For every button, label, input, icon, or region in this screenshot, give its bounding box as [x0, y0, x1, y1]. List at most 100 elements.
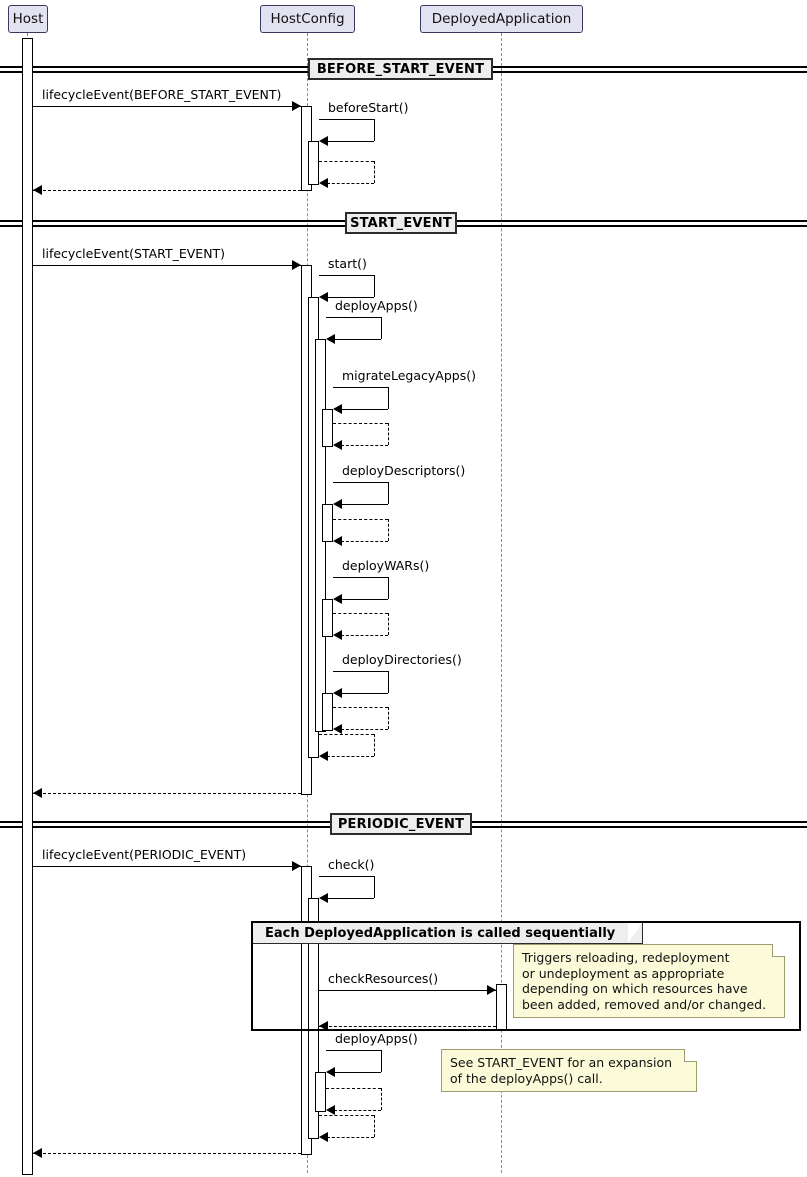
- self-message-side: [388, 387, 389, 409]
- message-line: [33, 106, 301, 107]
- message-arrowhead: [292, 101, 301, 111]
- self-message-bottom: [341, 693, 388, 694]
- message-arrowhead: [292, 861, 301, 871]
- activation-bar: [322, 504, 333, 542]
- self-message-arrowhead: [333, 404, 342, 414]
- message-line: [33, 866, 301, 867]
- message-label: lifecycleEvent(START_EVENT): [42, 246, 226, 261]
- participant-depapp[interactable]: DeployedApplication: [420, 5, 583, 33]
- self-message-side: [388, 577, 389, 599]
- self-message-side: [381, 317, 382, 339]
- message-label: deployDirectories(): [342, 652, 462, 667]
- divider-before-start: BEFORE_START_EVENT: [308, 58, 493, 80]
- message-label: checkResources(): [328, 971, 439, 986]
- self-message-bottom: [341, 635, 388, 636]
- self-message-arrowhead: [319, 893, 328, 903]
- self-message-top: [333, 671, 388, 672]
- message-label: check(): [328, 857, 375, 872]
- self-message-arrowhead: [326, 334, 335, 344]
- self-message-arrowhead: [319, 292, 328, 302]
- self-message-arrowhead: [333, 499, 342, 509]
- message-line: [319, 990, 496, 991]
- message-arrowhead: [292, 260, 301, 270]
- self-message-arrowhead: [319, 136, 328, 146]
- self-message-top: [319, 1115, 374, 1116]
- self-message-top: [333, 519, 388, 520]
- self-message-bottom: [334, 339, 381, 340]
- message-arrowhead: [319, 1021, 328, 1031]
- message-label: deployDescriptors(): [342, 463, 466, 478]
- activation-bar: [322, 693, 333, 731]
- participant-host[interactable]: Host: [8, 5, 48, 33]
- message-label: deployApps(): [335, 298, 418, 313]
- message-label: beforeStart(): [328, 100, 409, 115]
- self-message-top: [333, 613, 388, 614]
- message-line: [33, 265, 301, 266]
- message-arrowhead: [33, 788, 42, 798]
- participant-label: Host: [12, 11, 44, 27]
- activation-bar: [322, 409, 333, 447]
- self-message-side: [374, 876, 375, 898]
- self-message-side: [381, 1088, 382, 1110]
- group-label-text: Each DeployedApplication is called seque…: [265, 925, 616, 941]
- message-line: [319, 1026, 496, 1027]
- self-message-bottom: [341, 729, 388, 730]
- message-arrowhead: [33, 1148, 42, 1158]
- self-message-arrowhead: [319, 178, 328, 188]
- self-message-side: [381, 1050, 382, 1072]
- self-message-top: [326, 1088, 381, 1089]
- self-message-top: [333, 387, 388, 388]
- self-message-side: [388, 423, 389, 445]
- self-message-top: [319, 734, 374, 735]
- self-message-bottom: [341, 445, 388, 446]
- self-message-side: [388, 707, 389, 729]
- self-message-top: [326, 1050, 381, 1051]
- message-label: lifecycleEvent(PERIODIC_EVENT): [42, 847, 247, 862]
- self-message-arrowhead: [333, 594, 342, 604]
- self-message-bottom: [341, 504, 388, 505]
- divider-label: START_EVENT: [350, 215, 452, 231]
- message-line: [33, 1153, 301, 1154]
- self-message-side: [388, 613, 389, 635]
- self-message-bottom: [327, 898, 374, 899]
- self-message-arrowhead: [326, 1067, 335, 1077]
- self-message-bottom: [334, 1072, 381, 1073]
- divider-periodic: PERIODIC_EVENT: [330, 813, 472, 835]
- group-frame-each-deployed-app: [251, 921, 801, 1031]
- self-message-bottom: [327, 183, 374, 184]
- self-message-top: [319, 119, 374, 120]
- self-message-arrowhead: [333, 688, 342, 698]
- self-message-arrowhead: [319, 751, 328, 761]
- self-message-side: [388, 671, 389, 693]
- divider-label: PERIODIC_EVENT: [337, 816, 465, 832]
- message-label: deployWARs(): [342, 558, 430, 573]
- message-label: deployApps(): [335, 1031, 418, 1046]
- self-message-top: [319, 275, 374, 276]
- activation-bar: [322, 599, 333, 637]
- self-message-top: [333, 482, 388, 483]
- message-arrowhead: [487, 985, 496, 995]
- group-tab-notch: [628, 923, 642, 943]
- participant-label: DeployedApplication: [431, 11, 572, 27]
- activation-bar: [308, 898, 319, 1139]
- self-message-bottom: [327, 141, 374, 142]
- self-message-arrowhead: [333, 536, 342, 546]
- message-label: lifecycleEvent(BEFORE_START_EVENT): [42, 87, 282, 102]
- self-message-top: [333, 423, 388, 424]
- self-message-arrowhead: [319, 1132, 328, 1142]
- self-message-bottom: [334, 1110, 381, 1111]
- self-message-bottom: [327, 756, 374, 757]
- self-message-top: [319, 161, 374, 162]
- self-message-bottom: [327, 1137, 374, 1138]
- self-message-bottom: [341, 409, 388, 410]
- message-line: [33, 793, 301, 794]
- self-message-side: [388, 519, 389, 541]
- message-arrowhead: [33, 185, 42, 195]
- self-message-top: [333, 577, 388, 578]
- participant-hostcfg[interactable]: HostConfig: [260, 5, 355, 33]
- self-message-side: [374, 734, 375, 756]
- self-message-bottom: [341, 541, 388, 542]
- self-message-side: [388, 482, 389, 504]
- activation-bar: [315, 1072, 326, 1112]
